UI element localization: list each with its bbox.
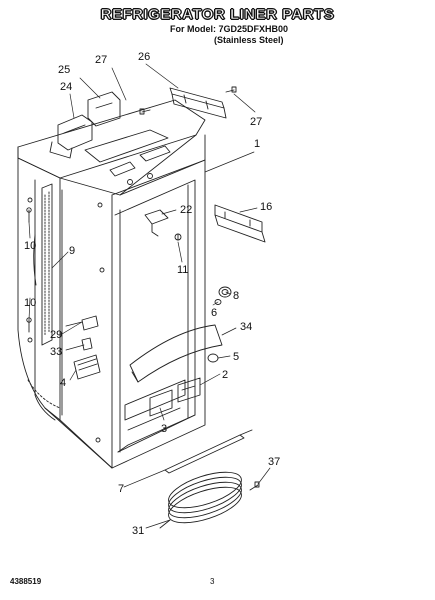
callout-10b: 10 (24, 297, 36, 309)
callout-37: 37 (268, 456, 280, 468)
callout-11: 11 (177, 264, 188, 276)
vent-part-4 (73, 354, 101, 380)
vertical-strip-part (41, 183, 53, 346)
bracket-part-2 (177, 377, 201, 403)
fitting-part-6 (214, 299, 222, 305)
document-number: 4388519 (10, 577, 42, 586)
clip-part-22 (144, 209, 169, 237)
callout-33: 33 (50, 346, 62, 358)
fitting-part-8 (218, 286, 232, 298)
model-line: For Model: 7GD25DFXHB00 (170, 24, 289, 34)
coil-part-31 (159, 471, 242, 529)
callout-7: 7 (118, 483, 124, 495)
screw-part-11 (174, 233, 182, 241)
callout-27a: 27 (95, 54, 107, 66)
callout-6: 6 (211, 307, 217, 319)
variant-line: (Stainless Steel) (214, 35, 284, 45)
callout-10a: 10 (24, 240, 36, 252)
clip-part-29 (65, 315, 99, 331)
page-title: REFRIGERATOR LINER PARTS (100, 6, 335, 24)
callout-9: 9 (69, 245, 75, 257)
screw-part-37 (249, 481, 260, 491)
callout-25: 25 (58, 64, 70, 76)
callout-16: 16 (260, 201, 272, 213)
screw-part-10a (26, 207, 32, 223)
callout-34: 34 (240, 321, 252, 333)
callout-24: 24 (60, 81, 72, 93)
callout-5: 5 (233, 351, 239, 363)
callout-1: 1 (254, 138, 260, 150)
tube-part-7 (164, 429, 253, 474)
callout-26: 26 (138, 51, 150, 63)
bracket-part-3 (149, 389, 173, 417)
bracket-part-16 (214, 204, 266, 243)
bracket-part-24-25 (49, 91, 121, 159)
callout-4: 4 (60, 377, 66, 389)
clip-part-33 (81, 337, 93, 351)
screw-part-27b (225, 86, 237, 93)
callout-27b: 27 (250, 116, 262, 128)
screw-part-27a (139, 108, 151, 115)
callout-8: 8 (233, 290, 239, 302)
fitting-part-5 (207, 353, 219, 363)
callout-labels: 25 27 26 24 27 1 22 16 10 9 11 8 10 6 34… (24, 51, 280, 537)
liner-outline (17, 99, 206, 469)
callout-2: 2 (222, 369, 228, 381)
callout-29: 29 (50, 329, 62, 341)
leader-lines (28, 63, 271, 529)
angle-bracket-part-26 (169, 87, 227, 119)
header: REFRIGERATOR LINER PARTS (0, 6, 435, 24)
callout-22: 22 (180, 204, 192, 216)
callout-31: 31 (132, 525, 144, 537)
cover-part-34 (129, 324, 223, 383)
callout-3: 3 (161, 423, 167, 435)
page-number: 3 (210, 577, 215, 586)
